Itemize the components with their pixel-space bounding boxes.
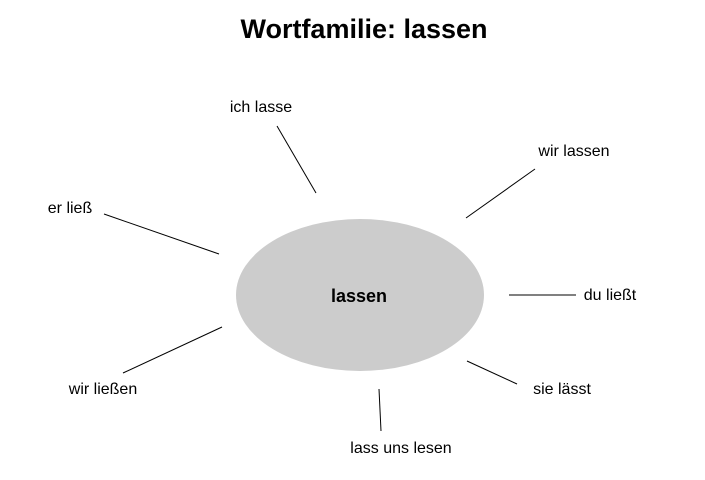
branch-label-wir-lassen: wir lassen (537, 143, 609, 160)
branch-label-er-liess: er ließ (48, 200, 93, 217)
diagram-title: Wortfamilie: lassen (240, 14, 487, 44)
branch-label-sie-laesst: sie lässt (533, 381, 591, 398)
connector-wir-liessen (122, 326, 223, 374)
center-ellipse (236, 219, 484, 371)
center-word: lassen (331, 286, 387, 306)
branch-label-wir-liessen: wir ließen (68, 381, 137, 398)
connector-wir-lassen (465, 168, 536, 219)
branch-label-lass-uns-lesen: lass uns lesen (350, 440, 451, 457)
branch-label-du-liesst: du ließt (584, 287, 637, 304)
connector-ich-lasse (276, 125, 317, 194)
connector-lass-uns-lesen (378, 388, 382, 432)
connector-sie-laesst (466, 360, 518, 385)
branch-label-ich-lasse: ich lasse (230, 99, 292, 116)
connector-er-liess (103, 213, 220, 255)
